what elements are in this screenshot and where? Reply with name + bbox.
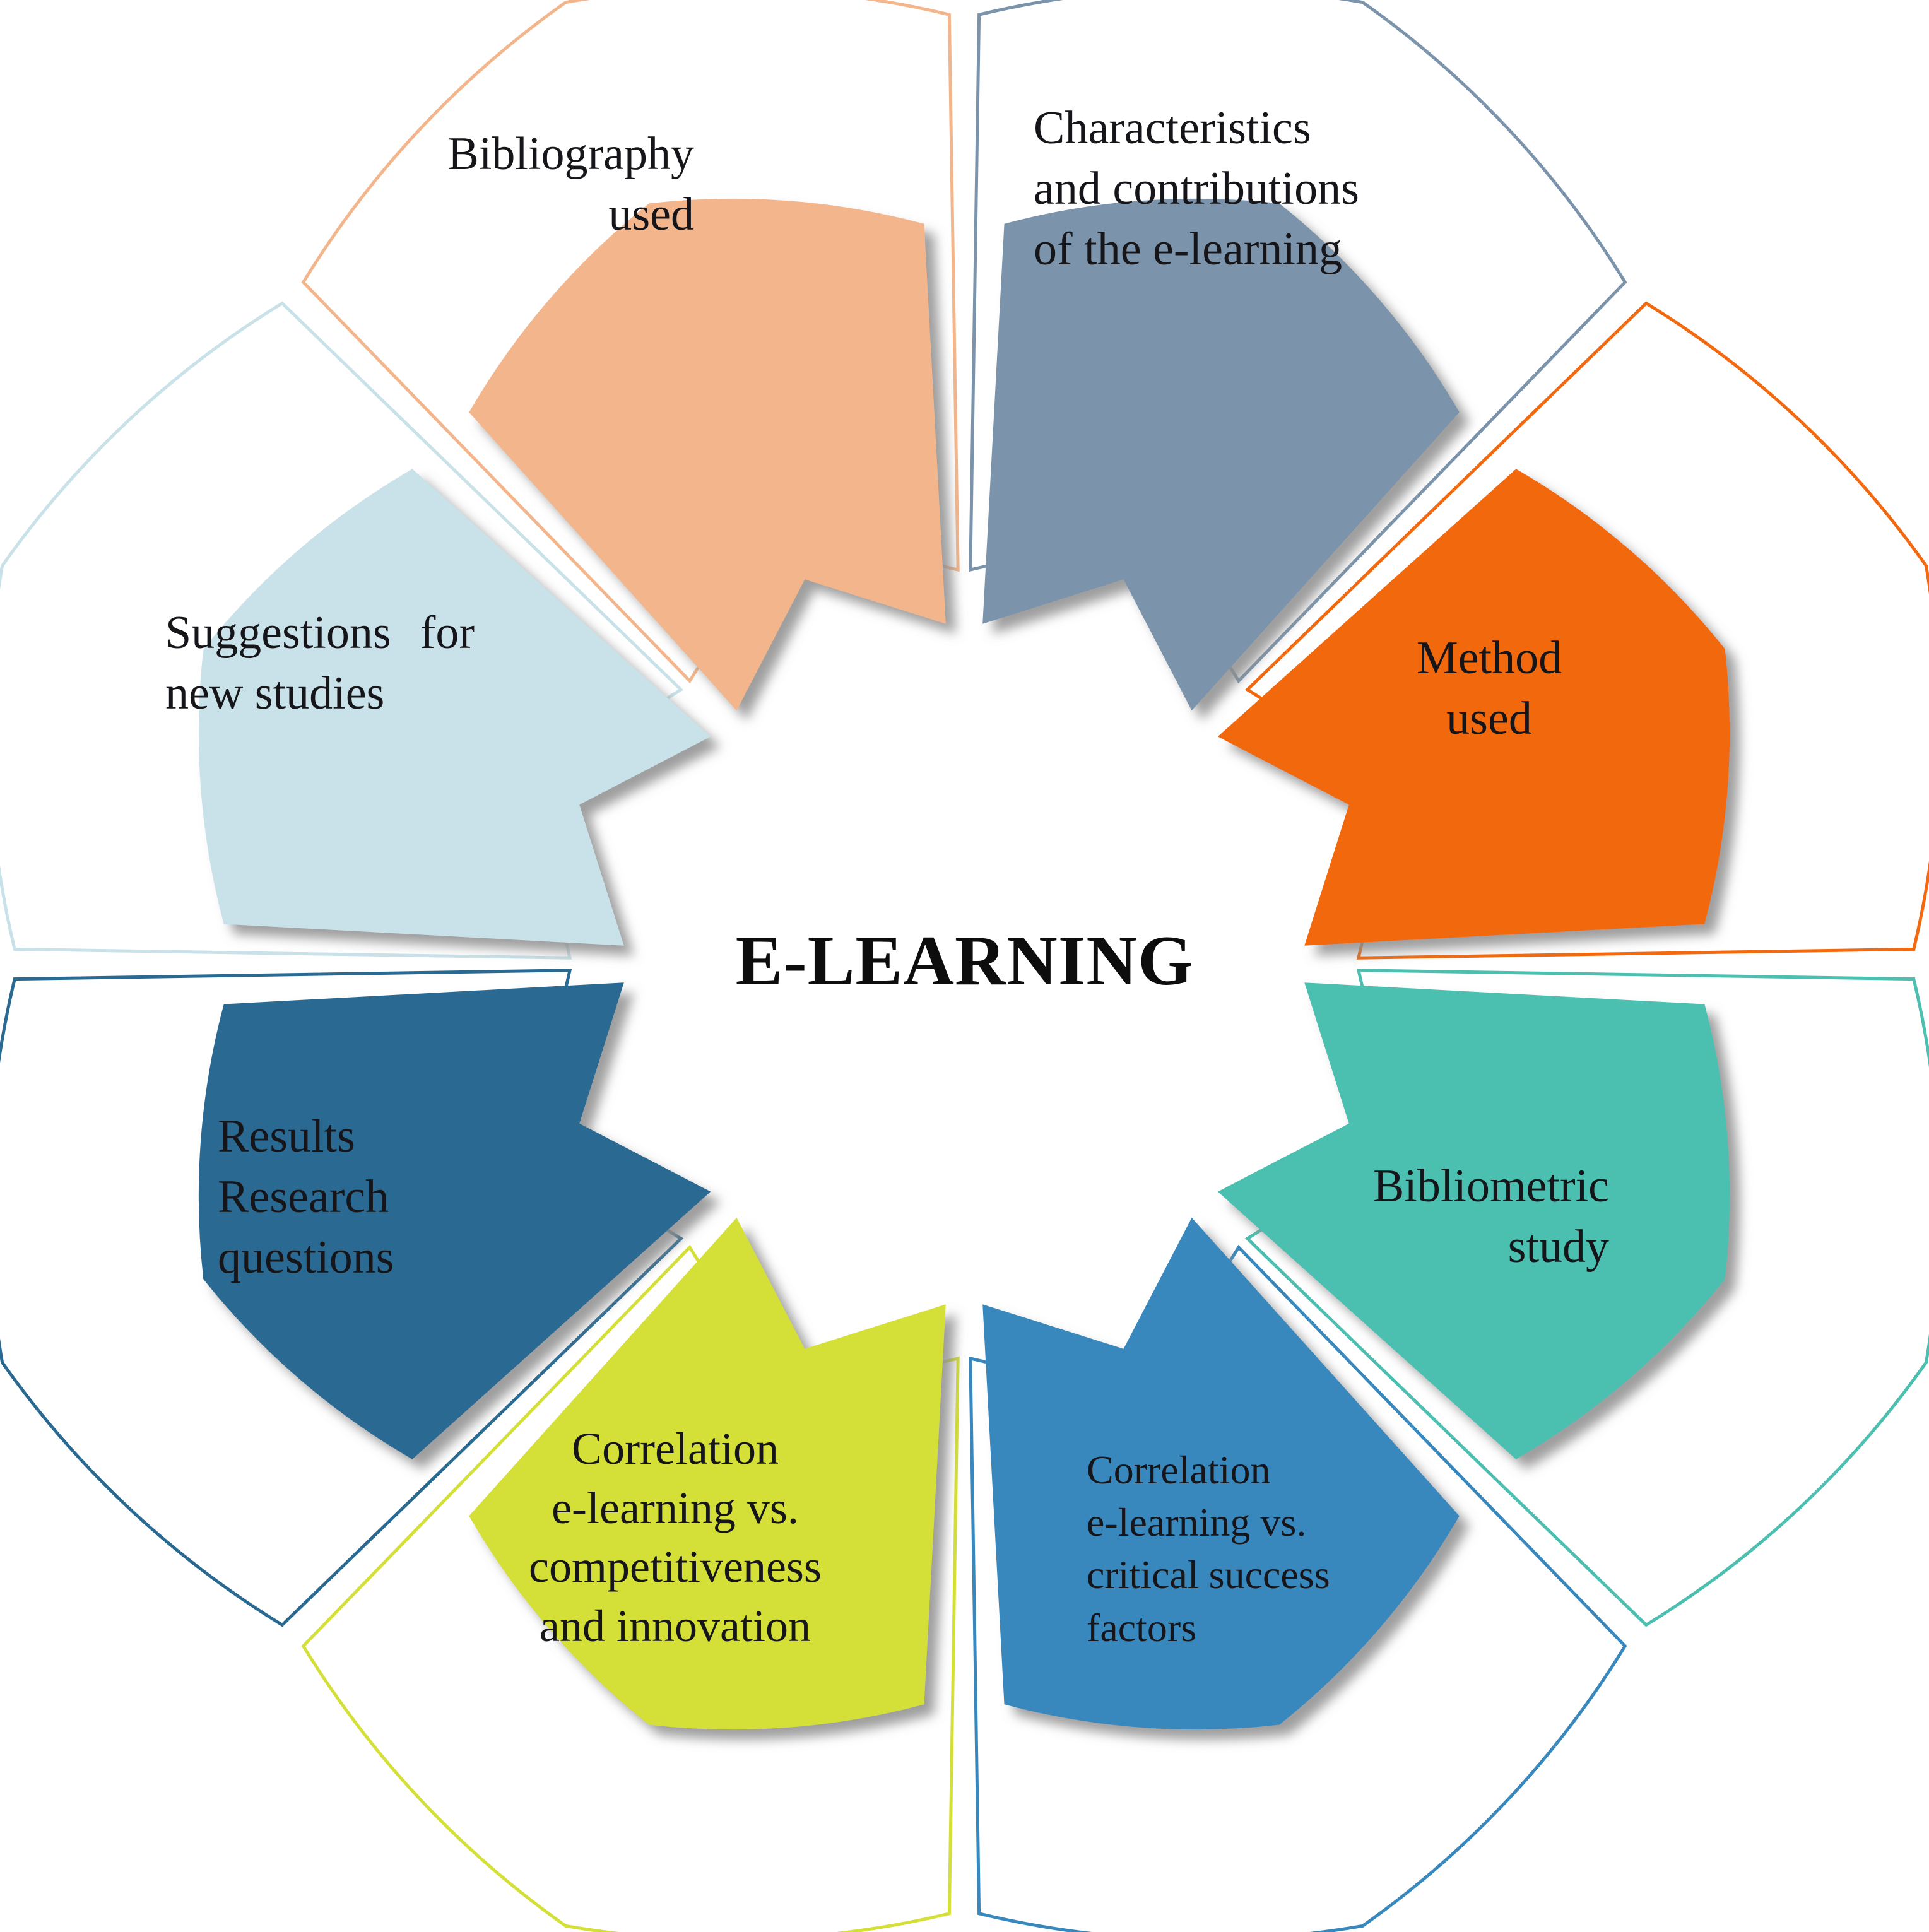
segment-method-used-outline xyxy=(1244,301,1929,960)
segment-bibliometric-study-outline xyxy=(1244,969,1929,1627)
center-title: E-LEARNING xyxy=(735,921,1194,1000)
segment-bibliometric-study[interactable] xyxy=(1217,982,1730,1459)
segment-correlation-critical-success-outline xyxy=(969,1244,1627,1932)
segment-suggestions-new-studies-outline xyxy=(0,301,684,960)
segment-characteristics-outline xyxy=(969,0,1627,684)
segment-fill-layer xyxy=(198,198,1730,1730)
segment-characteristics[interactable] xyxy=(982,198,1460,711)
segment-correlation-competitiveness[interactable] xyxy=(469,1217,946,1730)
segment-correlation-competitiveness-outline xyxy=(301,1244,960,1932)
segment-suggestions-new-studies[interactable] xyxy=(198,469,711,946)
segment-method-used[interactable] xyxy=(1217,469,1730,946)
segment-bibliography-used-outline xyxy=(301,0,960,684)
segment-correlation-critical-success[interactable] xyxy=(982,1217,1460,1730)
segment-bibliography-used[interactable] xyxy=(469,198,946,711)
segment-results-research-questions[interactable] xyxy=(198,982,711,1459)
segment-results-research-questions-outline xyxy=(0,969,684,1627)
